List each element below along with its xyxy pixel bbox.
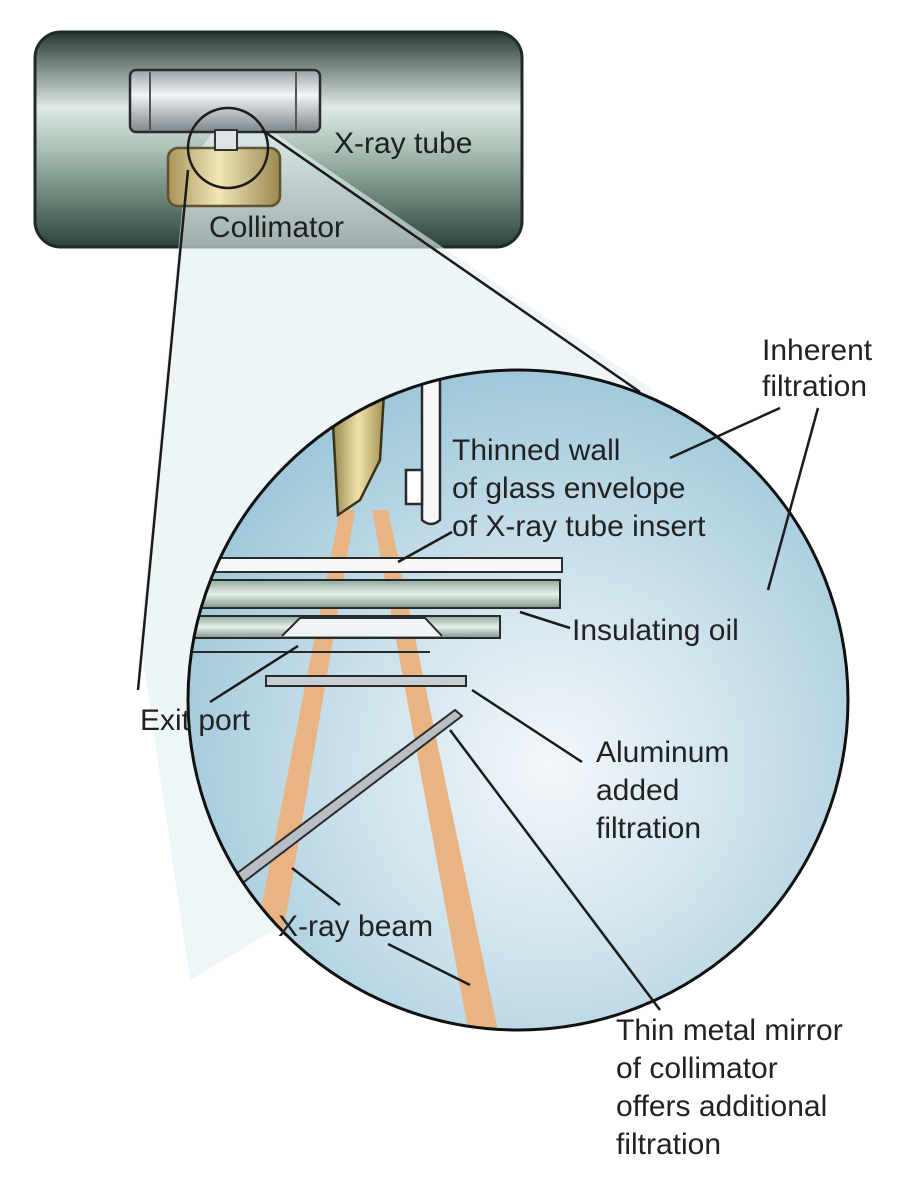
insulating-oil-layer	[188, 579, 561, 609]
leader-beam-2	[387, 942, 471, 987]
leader-inherent-1	[669, 406, 781, 460]
exit-port	[281, 617, 443, 637]
magnified-view-circle	[188, 370, 848, 1030]
xray-beam-right	[372, 510, 500, 1030]
label-aluminum-line-1: Aluminum	[596, 736, 729, 769]
label-xray-tube: X-ray tube	[334, 127, 472, 160]
label-mirror-line-2: of collimator	[616, 1052, 778, 1085]
tube-port	[214, 129, 238, 151]
leader-mirror	[449, 729, 661, 1011]
label-xray-beam: X-ray beam	[278, 910, 433, 943]
label-inherent-line-2: filtration	[762, 370, 867, 403]
xray-tube-body	[128, 68, 322, 134]
label-aluminum-line-2: added	[596, 774, 679, 807]
label-mirror-line-3: offers additional	[616, 1090, 827, 1123]
label-exit-port: Exit port	[140, 704, 251, 737]
magnifier-line-right	[261, 128, 641, 394]
label-thinned-wall-line-1: Thinned wall	[452, 434, 620, 467]
filament	[404, 468, 424, 506]
magnified-view-outline	[186, 368, 850, 1032]
label-mirror-line-4: filtration	[616, 1128, 721, 1161]
leader-insulating-oil	[519, 610, 571, 630]
label-mirror-line-1: Thin metal mirror	[616, 1014, 843, 1047]
leader-aluminum	[471, 688, 583, 764]
small-magnifier-circle	[186, 106, 270, 190]
aluminum-filter	[265, 675, 467, 687]
label-collimator: Collimator	[209, 211, 344, 244]
leader-beam-1	[291, 867, 341, 906]
label-thinned-wall-line-3: of X-ray tube insert	[452, 510, 706, 543]
leader-inherent-2	[766, 407, 820, 591]
cathode	[420, 370, 442, 526]
label-insulating-oil: Insulating oil	[572, 614, 739, 647]
label-thinned-wall-line-2: of glass envelope	[452, 472, 686, 505]
label-aluminum-line-3: filtration	[596, 812, 701, 845]
leader-exit-port	[209, 644, 299, 704]
glass-envelope	[188, 557, 563, 573]
magnifier-line-left	[136, 169, 190, 691]
xray-beam-left	[235, 510, 355, 1030]
label-inherent-line-1: Inherent	[762, 334, 873, 367]
leader-thinned-wall	[397, 530, 453, 564]
